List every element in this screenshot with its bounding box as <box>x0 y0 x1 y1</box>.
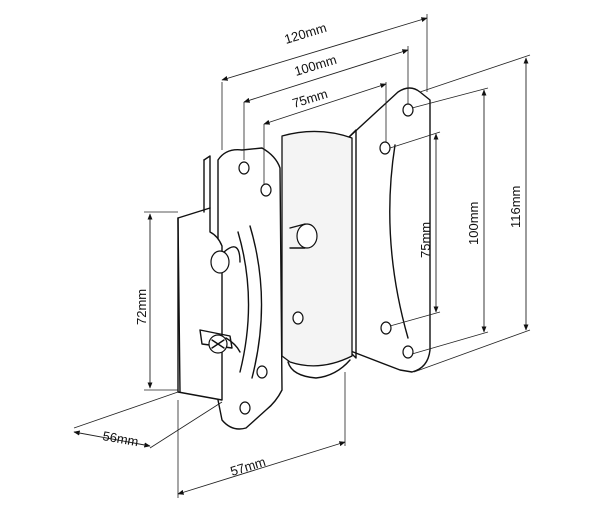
dimension-label-57mm: 57mm <box>228 454 267 479</box>
locking-screw <box>199 329 241 354</box>
dimension-label-75mm-right: 75mm <box>418 222 433 258</box>
hinge-block <box>281 130 353 379</box>
dimension-label-100mm-right: 100mm <box>466 202 481 245</box>
dimension-label-116mm: 116mm <box>508 186 523 228</box>
dimension-label-120mm: 120mm <box>282 20 328 47</box>
dimension-100mm-right <box>411 87 489 355</box>
speaker-clamp <box>177 155 241 401</box>
front-plate <box>217 147 283 430</box>
dimension-116mm <box>413 54 531 373</box>
dimension-label-56mm: 56mm <box>101 428 139 449</box>
dimension-57mm <box>177 372 346 498</box>
dimension-75mm-top <box>263 82 387 184</box>
dimension-72mm <box>144 211 178 391</box>
dimension-label-75mm-top: 75mm <box>290 86 329 111</box>
dimension-label-100mm-top: 100mm <box>292 52 338 79</box>
dimension-56mm <box>73 391 223 449</box>
dimension-75mm-right <box>389 131 441 327</box>
dimension-label-72mm: 72mm <box>134 289 149 325</box>
wall-plate-holes <box>379 103 414 359</box>
front-plate-holes <box>238 161 272 415</box>
